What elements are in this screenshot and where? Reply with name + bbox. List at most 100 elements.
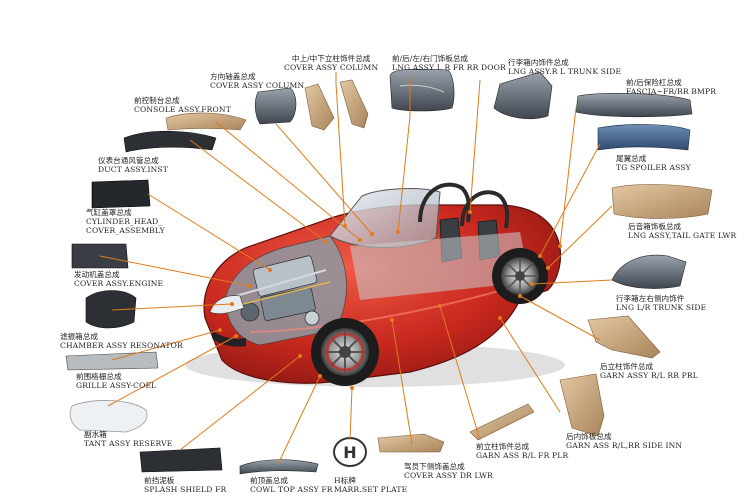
label-zh: 行李箱左右侧内饰件 — [616, 294, 685, 303]
label-en: LNG ASSY.R L TRUNK SIDE — [508, 67, 622, 77]
label-zh: 发动机盖总成 — [74, 270, 120, 279]
label-engine-cover: 发动机盖总成 COVER ASSY.ENGINE — [74, 270, 163, 288]
label-trunk-lr-side: 行李箱左右侧内饰件 LNG L/R TRUNK SIDE — [616, 294, 706, 312]
label-en: FASCIA~FR/RR BMPR — [626, 87, 717, 97]
trunk-side-part — [493, 71, 553, 120]
label-cowl-top: 前顶盖总成 COWL TOP ASSY FR — [250, 476, 333, 494]
engine-block — [235, 255, 331, 326]
splash-shield-part — [139, 447, 223, 473]
cylinder-head-part — [91, 179, 151, 209]
steering-cover-part — [254, 87, 297, 125]
label-en: TANT ASSY RESERVE — [84, 439, 173, 449]
leader-lines — [99, 72, 613, 465]
label-en: LNG L/R TRUNK SIDE — [616, 303, 707, 313]
side-inner-part — [559, 373, 605, 437]
label-en: COVER ASSY.ENGINE — [74, 279, 164, 289]
label-door-lining: 前/后/左/右门饰板总成 LNG ASSY L R FR RR DOOR — [392, 54, 506, 72]
label-zh: 前立柱饰件总成 — [476, 442, 530, 451]
label-zh: 副水箱 — [84, 430, 107, 439]
fr-pillar-part — [469, 403, 535, 441]
label-column-trim: 中上/中下立柱饰件总成 COVER ASSY COLUMN — [284, 54, 378, 72]
label-rr-pillar: 后立柱饰件总成 GARN ASSY R/L RR PRL — [600, 362, 698, 380]
label-trunk-side: 行李箱内饰件总成 LNG ASSY.R L TRUNK SIDE — [508, 58, 621, 76]
cowl-top-part — [239, 459, 319, 475]
label-en: MARR.SET PLATE — [334, 485, 408, 495]
front-grille — [212, 330, 246, 347]
label-grille: 前围格栅总成 GRILLE ASSY-COEL — [76, 372, 156, 390]
label-en: COVER ASSY COLUMN — [284, 63, 379, 73]
label-spoiler: 尾翼总成 TG SPOILER ASSY — [616, 154, 691, 172]
label-zh: 后立柱饰件总成 — [600, 362, 654, 371]
label-en: TG SPOILER ASSY — [616, 163, 691, 173]
label-duct: 仪表台通风管总成 DUCT ASSY.INST — [98, 156, 168, 174]
label-side-inner: 后内饰板总成 GARN ASS R/L,RR SIDE INN — [566, 432, 682, 450]
label-en: GARN ASSY R/L RR PRL — [600, 371, 698, 381]
resonator-part — [85, 290, 137, 329]
windshield — [329, 188, 441, 248]
label-en: CHAMBER ASSY RESONATOR — [60, 341, 183, 351]
emblem-part: H — [333, 437, 367, 467]
grille-part — [65, 351, 159, 371]
front-wheel — [311, 318, 379, 386]
label-en: COVER ASSY DR LWR — [404, 471, 493, 481]
label-bumper-fascia: 前/后保险杠总成 FASCIA~FR/RR BMPR — [626, 78, 716, 96]
label-en: GRILLE ASSY-COEL — [76, 381, 157, 391]
label-console: 前控制台总成 CONSOLE ASSY.FRONT — [134, 96, 231, 114]
label-en: CYLINDER_HEAD_ — [86, 217, 163, 227]
label-en: GARN ASS R/L,RR SIDE INN — [566, 441, 683, 451]
label-zh: 后音箱饰板总成 — [628, 222, 682, 231]
label-zh: 后内饰板总成 — [566, 432, 612, 441]
label-fr-pillar: 前立柱饰件总成 GARN ASS R/L FR PLR — [476, 442, 568, 460]
label-splash-shield: 前挡泥板 SPLASH SHIELD FR — [144, 476, 226, 494]
label-zh: 前/后保险杠总成 — [626, 78, 682, 87]
label-resonator: 滤振箱总成 CHAMBER ASSY RESONATOR — [60, 332, 183, 350]
rr-pillar-part — [587, 315, 661, 359]
label-en: CONSOLE ASSY.FRONT — [134, 105, 231, 115]
spoiler-part — [597, 124, 691, 151]
label-zh: 驾员下侧饰盖总成 — [404, 462, 465, 471]
label-zh: 前挡泥板 — [144, 476, 175, 485]
cabin — [350, 232, 530, 300]
parts-illustrations: H — [65, 68, 713, 475]
column-trim-part-b — [339, 79, 369, 129]
label-zh: H标牌 — [334, 476, 356, 485]
console-part — [165, 112, 247, 131]
label-en: COVER ASSY COLUMN — [210, 81, 305, 91]
label-en: COVER_ASSEMBLY — [86, 226, 165, 236]
emblem-glyph: H — [343, 443, 356, 462]
door-lining-part — [389, 68, 455, 112]
label-zh: 前顶盖总成 — [250, 476, 288, 485]
leader-dots — [218, 210, 562, 390]
rear-wheel — [492, 248, 548, 304]
tail-gate-part — [611, 184, 713, 219]
duct-part — [123, 130, 217, 153]
label-en: SPLASH SHIELD FR — [144, 485, 227, 495]
label-cylinder-head: 气缸盖罩总成 CYLINDER_HEAD_ COVER_ASSEMBLY — [86, 208, 165, 236]
column-trim-part-a — [304, 83, 335, 131]
label-zh: 滤振箱总成 — [60, 332, 98, 341]
label-zh: 仪表台通风管总成 — [98, 156, 159, 165]
label-zh: 前/后/左/右门饰板总成 — [392, 54, 469, 63]
label-reserve-tank: 副水箱 TANT ASSY RESERVE — [84, 430, 172, 448]
label-steering-cover: 方向轴盖总成 COVER ASSY COLUMN — [210, 72, 304, 90]
trunk-lr-side-part — [611, 254, 687, 289]
label-zh: 前控制台总成 — [134, 96, 180, 105]
label-zh: 前围格栅总成 — [76, 372, 122, 381]
bumper-part — [575, 93, 693, 118]
label-zh: 尾翼总成 — [616, 154, 647, 163]
label-zh: 方向轴盖总成 — [210, 72, 256, 81]
label-en: GARN ASS R/L FR PLR — [476, 451, 569, 461]
label-en: DUCT ASSY.INST — [98, 165, 168, 175]
driver-cover-part — [377, 433, 445, 453]
label-zh: 中上/中下立柱饰件总成 — [291, 54, 371, 63]
label-driver-cover: 驾员下侧饰盖总成 COVER ASSY DR LWR — [404, 462, 493, 480]
label-en: COWL TOP ASSY FR — [250, 485, 333, 495]
label-zh: 气缸盖罩总成 — [86, 208, 132, 217]
reserve-tank-part — [69, 400, 148, 433]
label-emblem: H标牌 MARR.SET PLATE — [334, 476, 407, 494]
label-en: LNG ASSY L R FR RR DOOR — [392, 63, 506, 73]
label-en: LNG ASSY,TAIL GATE LWR — [628, 231, 737, 241]
car-illustration — [185, 182, 565, 387]
